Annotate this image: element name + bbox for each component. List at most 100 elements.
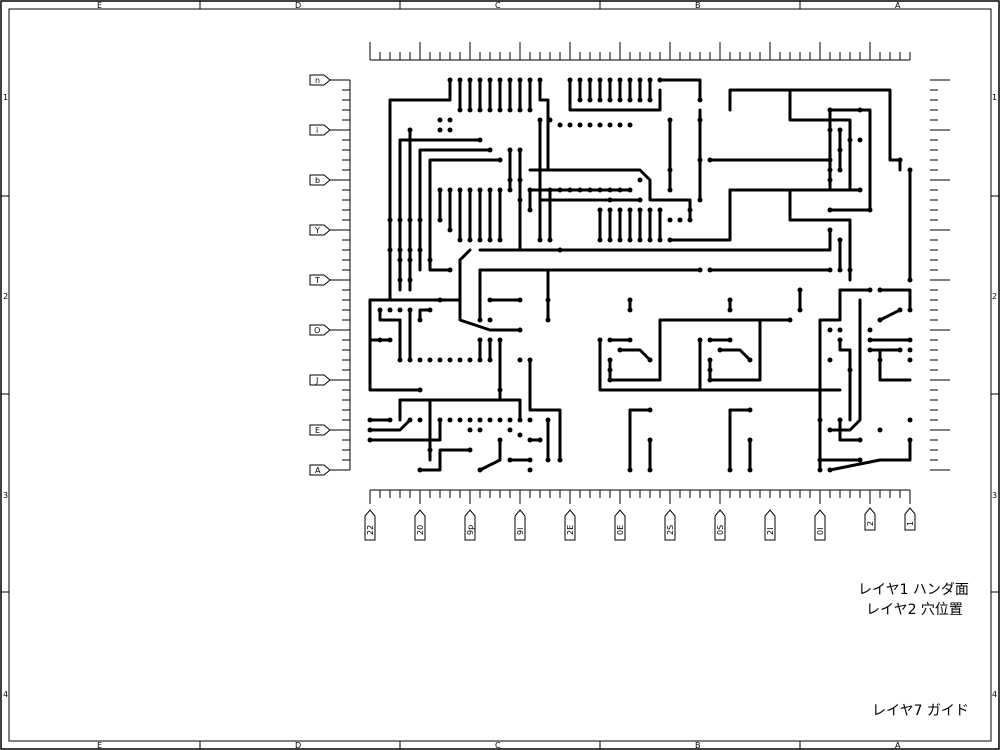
pad xyxy=(837,327,843,333)
pad xyxy=(517,197,523,203)
pad xyxy=(797,307,803,313)
trace xyxy=(528,168,692,202)
pad xyxy=(467,447,473,453)
trace xyxy=(458,258,522,332)
pad xyxy=(837,127,843,133)
pad xyxy=(707,357,713,363)
bottom-zone-label: B xyxy=(695,741,701,750)
pad xyxy=(597,97,603,103)
pad xyxy=(447,417,453,423)
pad xyxy=(877,427,883,433)
pad xyxy=(647,437,653,443)
pad xyxy=(857,187,863,193)
pad xyxy=(397,277,403,283)
pad xyxy=(907,347,913,353)
pad xyxy=(527,357,533,363)
right-row-label: 1 xyxy=(992,93,997,102)
pad xyxy=(417,467,423,473)
pad xyxy=(597,337,603,343)
pad xyxy=(647,97,653,103)
pad xyxy=(507,177,513,183)
pad xyxy=(537,117,543,123)
pad xyxy=(527,457,533,463)
pad xyxy=(847,267,853,273)
right-row-label: 4 xyxy=(992,690,997,699)
pad xyxy=(487,357,493,363)
pad xyxy=(477,337,483,343)
pad xyxy=(407,127,413,133)
trace-network xyxy=(368,78,912,472)
top-zone-label: D xyxy=(295,1,301,10)
row-connector-labels: n i b Y T O J E A xyxy=(314,76,321,475)
pad xyxy=(497,77,503,83)
pad xyxy=(407,217,413,223)
pad xyxy=(517,177,523,183)
pad xyxy=(427,357,433,363)
pad xyxy=(407,357,413,363)
row-tag-label: n xyxy=(315,76,320,85)
pad xyxy=(387,337,393,343)
row-tag xyxy=(309,324,331,336)
pad xyxy=(367,437,373,443)
column-connector-tags xyxy=(364,507,916,541)
col-tag-label: 2I xyxy=(766,528,775,535)
pad xyxy=(657,237,663,243)
pad xyxy=(617,122,623,128)
pad xyxy=(527,467,533,473)
pad xyxy=(517,107,523,113)
pad xyxy=(517,432,523,438)
pad xyxy=(607,97,613,103)
pad xyxy=(517,327,523,333)
pad xyxy=(707,157,713,163)
trace xyxy=(838,418,862,442)
pad xyxy=(487,107,493,113)
col-tag-label: 1 xyxy=(906,521,915,526)
pad xyxy=(617,187,623,193)
pad xyxy=(627,122,633,128)
pad xyxy=(827,467,833,473)
pad xyxy=(707,337,713,343)
pad xyxy=(577,77,583,83)
pad xyxy=(447,187,453,193)
pad xyxy=(387,217,393,223)
pad xyxy=(407,277,413,283)
pad xyxy=(457,357,463,363)
pad xyxy=(837,267,843,273)
pad xyxy=(497,387,503,393)
pad xyxy=(827,427,833,433)
trace xyxy=(658,78,702,102)
pad xyxy=(577,122,583,128)
pad xyxy=(597,77,603,83)
pad xyxy=(857,457,863,463)
trace xyxy=(818,288,842,472)
pad xyxy=(517,357,523,363)
top-zone-label: E xyxy=(97,1,102,10)
pad xyxy=(537,237,543,243)
pad xyxy=(557,247,563,253)
pad xyxy=(827,177,833,183)
pad xyxy=(727,307,733,313)
pad xyxy=(747,437,753,443)
pad xyxy=(457,187,463,193)
pad xyxy=(467,77,473,83)
pad xyxy=(907,307,913,313)
pad xyxy=(657,77,663,83)
pad xyxy=(447,77,453,83)
pad xyxy=(607,367,613,373)
pad xyxy=(497,107,503,113)
trace xyxy=(878,348,912,382)
trace xyxy=(878,288,912,312)
pad xyxy=(507,187,513,193)
pad xyxy=(567,77,573,83)
pad-strip xyxy=(438,188,502,242)
pad xyxy=(487,337,493,343)
top-zone-label: A xyxy=(895,1,901,10)
pad xyxy=(457,237,463,243)
pad xyxy=(447,127,453,133)
pad xyxy=(597,207,603,213)
pad xyxy=(457,77,463,83)
layer-note-solder-side: レイヤ1 ハンダ面 xyxy=(858,582,969,598)
pad xyxy=(627,77,633,83)
row-tag xyxy=(309,124,331,136)
